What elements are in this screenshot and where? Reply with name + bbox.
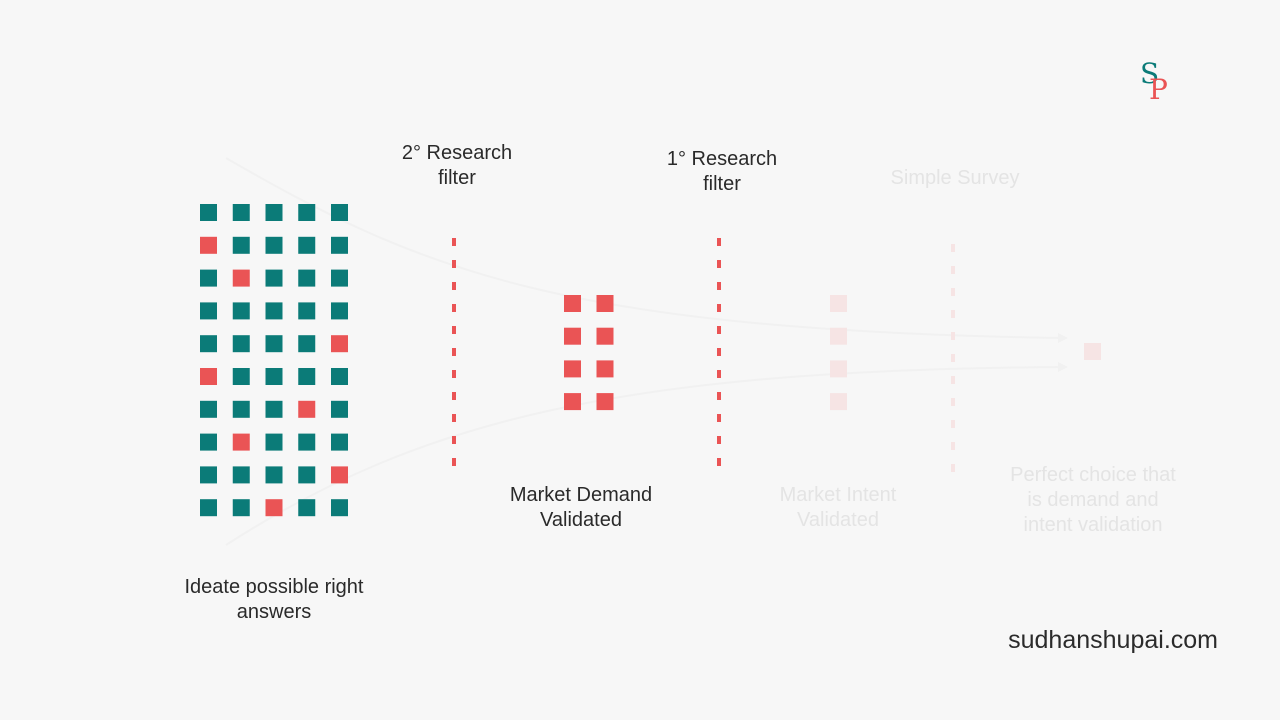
idea-square bbox=[298, 499, 316, 517]
funnel-arrow-upper bbox=[225, 157, 1063, 339]
idea-square bbox=[265, 433, 283, 451]
secondary-research-filter-label: 2° Research filter bbox=[377, 141, 537, 191]
idea-square bbox=[331, 204, 348, 221]
sp-logo: S P bbox=[1138, 58, 1172, 108]
idea-square bbox=[265, 466, 283, 484]
idea-square bbox=[232, 499, 250, 517]
idea-square bbox=[298, 269, 316, 287]
intent-square bbox=[830, 360, 847, 378]
idea-square bbox=[265, 236, 283, 254]
idea-square bbox=[331, 433, 348, 451]
idea-square bbox=[331, 400, 348, 418]
intent-label-line: Validated bbox=[797, 509, 879, 531]
demand-square bbox=[596, 393, 614, 411]
intent-square bbox=[830, 327, 847, 345]
funnel-arrows bbox=[225, 157, 1068, 546]
idea-square bbox=[232, 368, 250, 385]
idea-square bbox=[265, 335, 283, 353]
idea-square bbox=[298, 204, 316, 221]
perfect-label-line: is demand and bbox=[1027, 489, 1159, 511]
demand-square bbox=[596, 295, 614, 312]
demand-validated-grid bbox=[564, 295, 614, 411]
logo-letter-s: S bbox=[1140, 57, 1160, 90]
idea-square bbox=[298, 368, 316, 385]
idea-square bbox=[200, 335, 217, 353]
intent-square bbox=[830, 295, 847, 312]
idea-square bbox=[200, 236, 217, 254]
intent-square bbox=[830, 393, 847, 411]
idea-square bbox=[331, 335, 348, 353]
idea-square bbox=[331, 236, 348, 254]
perfect-label-line: intent validation bbox=[1023, 514, 1163, 536]
website-url[interactable]: sudhanshupai.com bbox=[1008, 626, 1218, 654]
demand-square bbox=[596, 327, 614, 345]
filter2-label-line: filter bbox=[438, 167, 476, 189]
survey-label-line: Simple Survey bbox=[890, 167, 1020, 189]
simple-survey-label: Simple Survey bbox=[855, 166, 1055, 191]
perfect-label-line: Perfect choice that bbox=[1010, 464, 1176, 486]
idea-square bbox=[298, 400, 316, 418]
idea-square bbox=[232, 335, 250, 353]
idea-square bbox=[331, 368, 348, 385]
logo-letter-p: P bbox=[1149, 73, 1168, 106]
idea-square bbox=[200, 302, 217, 320]
demand-square bbox=[564, 360, 581, 378]
idea-square bbox=[298, 433, 316, 451]
market-demand-label: Market Demand Validated bbox=[481, 483, 681, 533]
filter-lines bbox=[452, 238, 955, 473]
idea-square bbox=[200, 204, 217, 221]
perfect-square bbox=[1084, 343, 1101, 360]
ideate-label: Ideate possible right answers bbox=[154, 575, 394, 625]
idea-square bbox=[200, 499, 217, 517]
arrowhead-upper bbox=[1058, 333, 1068, 343]
intent-validated-grid bbox=[830, 295, 847, 411]
idea-square bbox=[331, 466, 348, 484]
idea-square bbox=[232, 269, 250, 287]
demand-square bbox=[596, 360, 614, 378]
idea-square bbox=[200, 433, 217, 451]
idea-square bbox=[232, 204, 250, 221]
demand-label-line: Validated bbox=[540, 509, 622, 531]
idea-square bbox=[298, 302, 316, 320]
demand-label-line: Market Demand bbox=[509, 484, 653, 506]
filter2-label-line: 2° Research bbox=[401, 142, 513, 164]
idea-square bbox=[331, 269, 348, 287]
idea-square bbox=[232, 302, 250, 320]
idea-square bbox=[265, 400, 283, 418]
idea-square bbox=[265, 499, 283, 517]
primary-research-filter-label: 1° Research filter bbox=[642, 147, 802, 197]
idea-square bbox=[331, 499, 348, 517]
idea-square bbox=[298, 335, 316, 353]
idea-square bbox=[265, 269, 283, 287]
market-intent-label: Market Intent Validated bbox=[738, 483, 938, 533]
idea-square bbox=[298, 236, 316, 254]
idea-square bbox=[232, 236, 250, 254]
idea-square bbox=[232, 433, 250, 451]
idea-square bbox=[232, 466, 250, 484]
perfect-choice-label: Perfect choice that is demand and intent… bbox=[978, 463, 1208, 538]
idea-square bbox=[200, 466, 217, 484]
idea-square bbox=[200, 400, 217, 418]
filter1-label-line: 1° Research bbox=[666, 148, 778, 170]
filter1-label-line: filter bbox=[703, 173, 741, 195]
idea-square bbox=[265, 204, 283, 221]
funnel-arrow-lower bbox=[225, 366, 1063, 546]
demand-square bbox=[564, 393, 581, 411]
idea-square bbox=[331, 302, 348, 320]
idea-square bbox=[265, 302, 283, 320]
ideate-label-line: Ideate possible right bbox=[184, 576, 364, 598]
demand-square bbox=[564, 295, 581, 312]
idea-square bbox=[232, 400, 250, 418]
perfect-choice-square bbox=[1084, 343, 1101, 360]
ideas-grid bbox=[200, 204, 348, 517]
idea-square bbox=[200, 368, 217, 385]
idea-square bbox=[200, 269, 217, 287]
ideate-label-line: answers bbox=[236, 601, 312, 623]
idea-square bbox=[265, 368, 283, 385]
arrowhead-lower bbox=[1058, 362, 1068, 372]
idea-square bbox=[298, 466, 316, 484]
demand-square bbox=[564, 327, 581, 345]
intent-label-line: Market Intent bbox=[779, 484, 897, 506]
